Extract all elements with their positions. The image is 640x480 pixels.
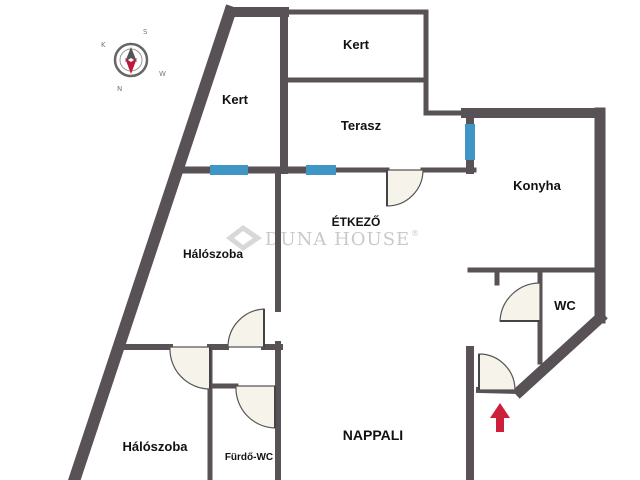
svg-text:S: S: [143, 28, 148, 36]
room-label-wc: WC: [554, 298, 576, 313]
room-label-furdo-wc: Fürdő-WC: [225, 452, 273, 463]
doors: [169, 169, 541, 429]
door-terasz: [386, 169, 424, 207]
windows: [210, 124, 475, 175]
svg-text:W: W: [159, 70, 166, 78]
entrance-arrow-icon: [490, 403, 510, 432]
door-entrance: [478, 353, 516, 391]
svg-text:K: K: [101, 41, 106, 49]
duna-house-logo-icon: [226, 225, 262, 251]
door-furdo: [235, 385, 276, 429]
watermark-brand: DUNA HOUSE: [265, 229, 410, 250]
svg-text:N: N: [117, 85, 122, 93]
room-label-nappali: NAPPALI: [343, 427, 403, 443]
watermark-registered-mark: ®: [411, 229, 420, 238]
window-left: [210, 165, 248, 175]
walls: [68, 4, 608, 480]
door-haloszoba-lower: [169, 346, 211, 390]
room-label-haloszoba-lower: Hálószoba: [122, 439, 188, 454]
room-label-kert-top: Kert: [343, 37, 370, 52]
room-label-kert-left: Kert: [222, 92, 249, 107]
window-kitchen: [465, 124, 475, 160]
compass-icon: S K W N: [101, 28, 166, 93]
room-label-haloszoba-upper: Hálószoba: [183, 247, 243, 261]
room-label-terasz: Terasz: [341, 118, 382, 133]
door-wc: [499, 282, 541, 322]
window-middle: [306, 165, 336, 175]
room-label-konyha: Konyha: [513, 178, 561, 193]
door-haloszoba-upper: [227, 308, 265, 348]
room-label-etkezo: ÉTKEZŐ: [332, 214, 381, 229]
